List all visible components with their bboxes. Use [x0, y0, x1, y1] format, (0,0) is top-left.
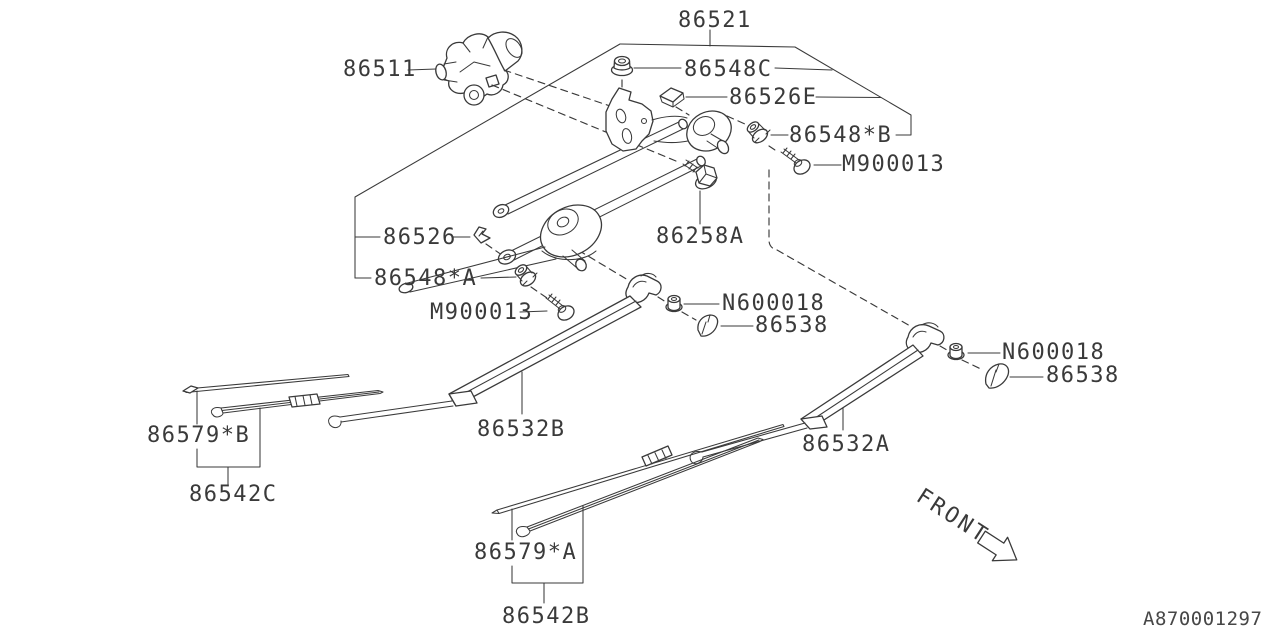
part-label-86532A: 86532A [802, 432, 890, 457]
linkage-assembly [398, 87, 732, 294]
part-label-86526: 86526 [383, 225, 457, 250]
part-label-86538-left: 86538 [755, 313, 829, 338]
wiper-blade-right [491, 423, 785, 538]
grommet-86548A [514, 264, 538, 287]
part-label-m900013-lower: M900013 [430, 300, 533, 325]
part-label-86542C: 86542C [189, 482, 277, 507]
part-label-86579B: 86579*B [147, 423, 250, 448]
clip-86526 [473, 226, 491, 244]
part-label-86521: 86521 [678, 8, 752, 33]
clip-86526E [659, 87, 685, 108]
wiper-blade-left [182, 373, 384, 418]
drawing-number: A870001297 [1143, 608, 1262, 630]
part-label-86532B: 86532B [477, 417, 565, 442]
part-label-n600018-left: N600018 [722, 291, 825, 316]
panel-outline [354, 29, 912, 279]
cap-86538-right [984, 363, 1010, 389]
part-label-86542B: 86542B [502, 604, 590, 629]
front-label: FRONT [912, 484, 994, 549]
screw-m900013-upper [780, 147, 811, 175]
part-label-m900013-upper: M900013 [842, 152, 945, 177]
mount-bolt [682, 159, 718, 190]
part-label-86538-right: 86538 [1046, 363, 1120, 388]
wiper-motor [435, 31, 523, 106]
screw-m900013-lower [545, 293, 575, 321]
cap-86548C [610, 55, 634, 77]
part-label-86548A: 86548*A [374, 266, 477, 291]
part-label-n600018-right: N600018 [1002, 340, 1105, 365]
front-direction-arrow: FRONT [912, 484, 1018, 562]
nut-n600018-left [665, 294, 683, 313]
part-label-86511: 86511 [343, 57, 417, 82]
cap-86538-left [697, 314, 719, 337]
part-label-86548B: 86548*B [789, 123, 892, 148]
leader-lines [196, 67, 1044, 604]
part-labels: 86521 86548C 86526E 86548*B M900013 8625… [147, 8, 1120, 629]
part-label-86258A: 86258A [656, 224, 744, 249]
nut-n600018-right [947, 342, 965, 361]
front-arrow-icon [977, 530, 1018, 562]
wiper-arm-86532B [328, 272, 662, 429]
part-label-86579A: 86579*A [474, 540, 577, 565]
part-label-86548C: 86548C [684, 57, 772, 82]
wiper-arm-86532A [689, 322, 945, 465]
grommet-86548B [746, 121, 771, 144]
part-label-86526E: 86526E [729, 85, 817, 110]
